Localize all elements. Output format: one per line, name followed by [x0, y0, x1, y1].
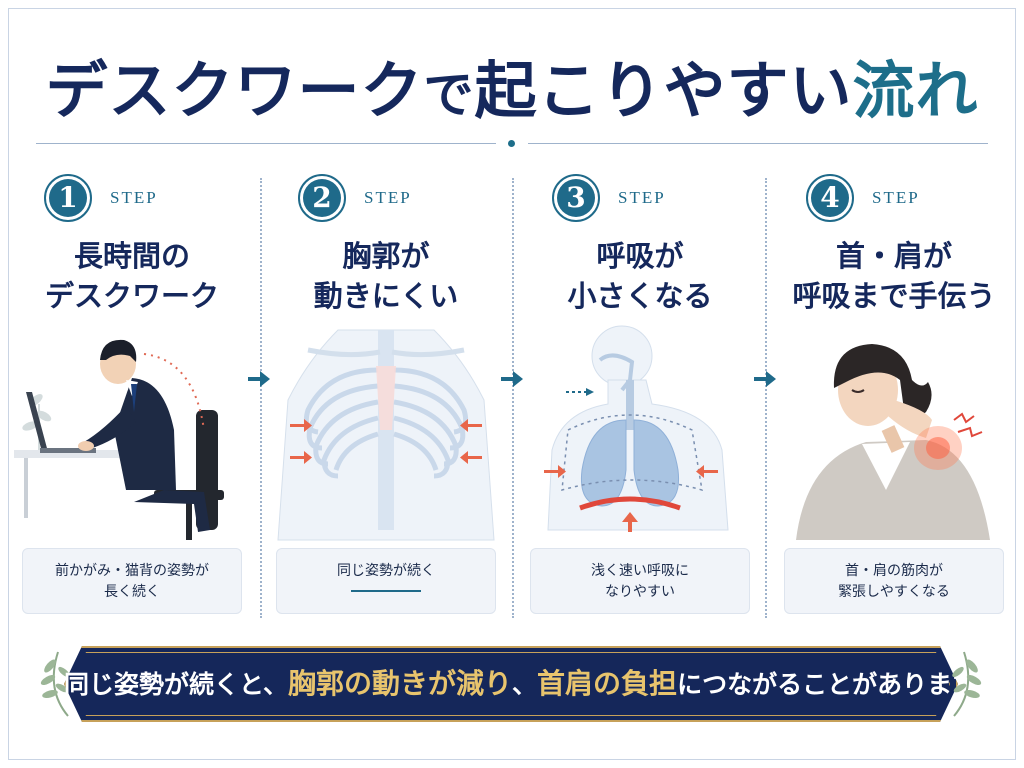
step-label: STEP	[618, 188, 666, 207]
step-title-line1: 呼吸が	[596, 239, 684, 273]
step-label: STEP	[364, 188, 412, 207]
step-title-line2: 動きにくい	[313, 279, 459, 313]
laurel-leaf-icon	[952, 651, 982, 717]
step-note: 同じ姿勢が続く	[276, 548, 496, 614]
title-accent: 流れ	[852, 54, 979, 127]
step-note-line2: なりやすい	[605, 584, 675, 600]
step-note-line1: 浅く速い呼吸に	[591, 563, 689, 579]
step-note-line1: 同じ姿勢が続く	[337, 563, 435, 579]
step-number: 4	[811, 179, 849, 217]
step-title: 呼吸が 小さくなる	[522, 236, 758, 316]
step-note: 浅く速い呼吸に なりやすい	[530, 548, 750, 614]
step-label: STEP	[110, 188, 158, 207]
step-card-4: 4 STEP 首・肩が 呼吸まで手伝う 首・肩の筋肉が 緊張しやすくなる	[776, 170, 1012, 620]
step-note-line2: 長く続く	[104, 584, 160, 600]
summary-banner: 同じ姿勢が続くと、胸郭の動きが減り、首肩の負担につながることがあります	[36, 640, 986, 728]
step-title-line2: デスクワーク	[44, 279, 219, 313]
banner-text-2: 、	[512, 670, 538, 699]
banner-background	[64, 646, 958, 722]
step-card-3: 3 STEP 呼吸が 小さくなる 浅く速い呼吸に なりやすい	[522, 170, 758, 620]
step-note: 前かがみ・猫背の姿勢が 長く続く	[22, 548, 242, 614]
title-part1: デスクワーク	[45, 54, 424, 127]
arrow-right-icon	[501, 371, 523, 387]
title-divider-right	[528, 143, 988, 144]
step-title-line1: 首・肩が	[835, 239, 952, 273]
banner-highlight-1: 胸郭の動きが減り	[288, 667, 513, 700]
step-title-line1: 胸郭が	[342, 239, 430, 273]
banner-text-3: につながることがあります	[677, 670, 978, 699]
step-number-badge: 2	[298, 174, 346, 222]
step-label: STEP	[872, 188, 920, 207]
ribcage-icon	[277, 329, 495, 541]
step-note-line2: 緊張しやすくなる	[838, 584, 950, 600]
step-separator	[512, 178, 514, 618]
step-number: 2	[303, 179, 341, 217]
person-at-laptop-icon	[14, 339, 224, 540]
banner-inner-border	[72, 652, 950, 716]
step-number: 1	[49, 179, 87, 217]
step-separator	[260, 178, 262, 618]
arrow-right-icon	[754, 371, 776, 387]
title-part2: で	[423, 65, 475, 124]
step-title: 胸郭が 動きにくい	[268, 236, 504, 316]
page-title: デスクワークで起こりやすい流れ	[0, 40, 1024, 130]
step-card-1: 1 STEP 長時間の デスクワーク 前かがみ・猫背の姿勢が 長く続く	[14, 170, 250, 620]
step-title-line1: 長時間の	[73, 239, 190, 273]
page-frame	[8, 8, 1016, 760]
step-card-2: 2 STEP 胸郭が 動きにくい 同じ姿勢が続	[268, 170, 504, 620]
step-number-badge: 1	[44, 174, 92, 222]
step-header: 4 STEP	[776, 170, 1012, 224]
step-title: 首・肩が 呼吸まで手伝う	[776, 236, 1012, 316]
step-number: 3	[557, 179, 595, 217]
step-note-line1: 前かがみ・猫背の姿勢が	[55, 563, 209, 579]
step-header: 1 STEP	[14, 170, 250, 224]
step-note: 首・肩の筋肉が 緊張しやすくなる	[784, 548, 1004, 614]
note-underline	[351, 590, 421, 592]
neck-pain-woman-icon	[796, 344, 990, 540]
lungs-icon	[544, 325, 729, 532]
title-divider-left	[36, 143, 496, 144]
step-header: 3 STEP	[522, 170, 758, 224]
banner-text-1: 同じ姿勢が続くと、	[64, 670, 289, 699]
banner-text: 同じ姿勢が続くと、胸郭の動きが減り、首肩の負担につながることがあります	[64, 646, 977, 722]
step-number-badge: 4	[806, 174, 854, 222]
step-title-line2: 呼吸まで手伝う	[792, 279, 996, 313]
laurel-leaf-icon	[40, 651, 70, 717]
step-separator	[765, 178, 767, 618]
title-part3: 起こりやすい	[474, 54, 853, 127]
step-title-line2: 小さくなる	[567, 279, 713, 313]
step-title: 長時間の デスクワーク	[14, 236, 250, 316]
arrow-right-icon	[248, 371, 270, 387]
banner-highlight-2: 首肩の負担	[537, 667, 678, 700]
step-number-badge: 3	[552, 174, 600, 222]
step-note-line1: 首・肩の筋肉が	[845, 563, 943, 579]
step-header: 2 STEP	[268, 170, 504, 224]
title-divider-dot	[508, 140, 515, 147]
